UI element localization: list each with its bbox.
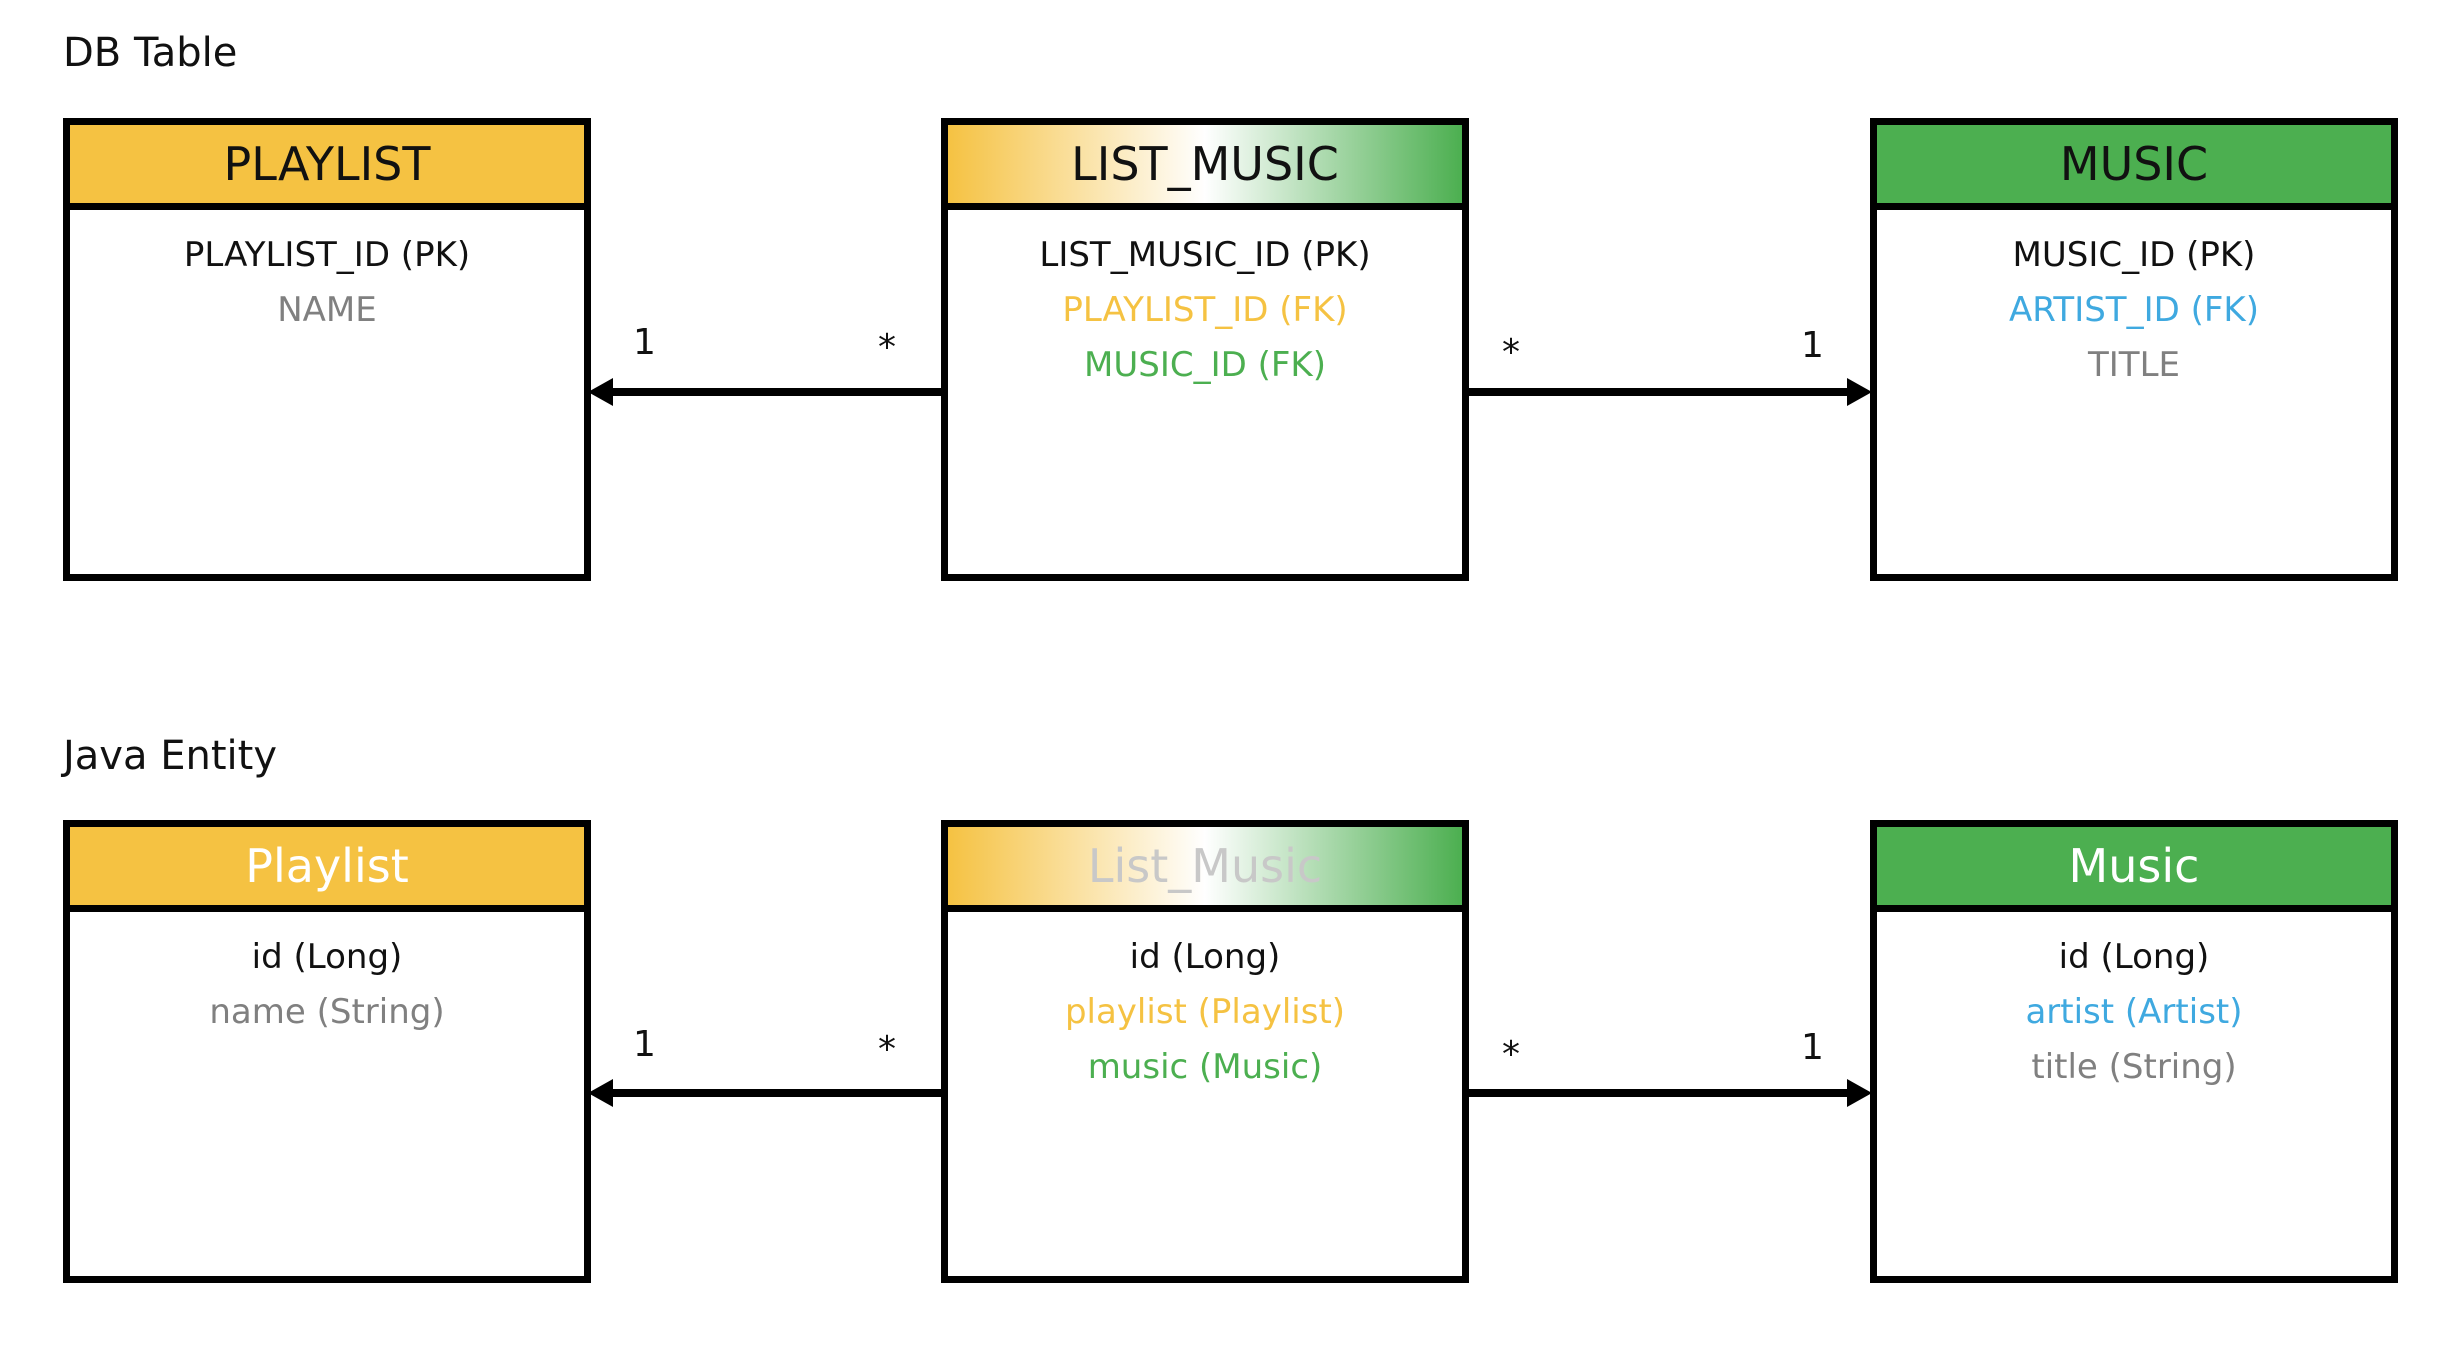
entity-header-music-class: Music — [1877, 827, 2391, 912]
entity-box-list-music-table[interactable]: LIST_MUSIC LIST_MUSIC_ID (PK) PLAYLIST_I… — [941, 118, 1469, 581]
entity-box-playlist-table[interactable]: PLAYLIST PLAYLIST_ID (PK) NAME — [63, 118, 591, 581]
section-title-java-entity: Java Entity — [63, 733, 277, 779]
field-row: artist (Artist) — [2025, 992, 2243, 1032]
multiplicity-label-playlist-side: 1 — [633, 322, 656, 363]
arrow-list-music-to-music-class — [1469, 1079, 1872, 1107]
field-row: PLAYLIST_ID (FK) — [1062, 290, 1348, 330]
section-title-db-table: DB Table — [63, 30, 238, 76]
entity-fields: LIST_MUSIC_ID (PK) PLAYLIST_ID (FK) MUSI… — [948, 210, 1462, 393]
field-row: name (String) — [209, 992, 445, 1032]
arrow-list-music-to-playlist-class — [588, 1079, 941, 1107]
field-row: id (Long) — [2058, 937, 2210, 977]
field-row: title (String) — [2031, 1047, 2237, 1087]
multiplicity-label-list-music-side: * — [1502, 332, 1520, 373]
arrow-list-music-to-music-table — [1469, 378, 1872, 406]
entity-title: Music — [2068, 839, 2200, 893]
field-row: MUSIC_ID (PK) — [2012, 235, 2256, 275]
field-row: music (Music) — [1087, 1047, 1323, 1087]
entity-header-music-table: MUSIC — [1877, 125, 2391, 210]
entity-box-playlist-class[interactable]: Playlist id (Long) name (String) — [63, 820, 591, 1283]
field-row: TITLE — [2088, 345, 2180, 385]
entity-fields: id (Long) artist (Artist) title (String) — [1877, 912, 2391, 1095]
entity-fields: PLAYLIST_ID (PK) NAME — [70, 210, 584, 338]
entity-fields: id (Long) playlist (Playlist) music (Mus… — [948, 912, 1462, 1095]
entity-title: LIST_MUSIC — [1071, 137, 1339, 191]
entity-title: MUSIC — [2059, 137, 2209, 191]
entity-header-playlist-class: Playlist — [70, 827, 584, 912]
multiplicity-label-list-music-side: * — [1502, 1034, 1520, 1075]
entity-title: List_Music — [1087, 839, 1323, 893]
multiplicity-label-list-music-side: * — [878, 1029, 896, 1070]
entity-header-list-music-class: List_Music — [948, 827, 1462, 912]
entity-box-list-music-class[interactable]: List_Music id (Long) playlist (Playlist)… — [941, 820, 1469, 1283]
multiplicity-label-playlist-side: 1 — [633, 1024, 656, 1065]
multiplicity-label-music-side: 1 — [1801, 325, 1824, 366]
field-row: id (Long) — [251, 937, 403, 977]
field-row: PLAYLIST_ID (PK) — [183, 235, 471, 275]
field-row: ARTIST_ID (FK) — [2009, 290, 2259, 330]
entity-title: PLAYLIST — [223, 137, 431, 191]
entity-header-playlist-table: PLAYLIST — [70, 125, 584, 210]
field-row: MUSIC_ID (FK) — [1084, 345, 1326, 385]
field-row: NAME — [277, 290, 377, 330]
entity-fields: id (Long) name (String) — [70, 912, 584, 1040]
entity-box-music-class[interactable]: Music id (Long) artist (Artist) title (S… — [1870, 820, 2398, 1283]
multiplicity-label-music-side: 1 — [1801, 1027, 1824, 1068]
entity-header-list-music-table: LIST_MUSIC — [948, 125, 1462, 210]
field-row: playlist (Playlist) — [1064, 992, 1346, 1032]
entity-box-music-table[interactable]: MUSIC MUSIC_ID (PK) ARTIST_ID (FK) TITLE — [1870, 118, 2398, 581]
field-row: id (Long) — [1129, 937, 1281, 977]
entity-title: Playlist — [245, 839, 409, 893]
field-row: LIST_MUSIC_ID (PK) — [1039, 235, 1371, 275]
arrow-list-music-to-playlist-table — [588, 378, 941, 406]
multiplicity-label-list-music-side: * — [878, 327, 896, 368]
entity-fields: MUSIC_ID (PK) ARTIST_ID (FK) TITLE — [1877, 210, 2391, 393]
